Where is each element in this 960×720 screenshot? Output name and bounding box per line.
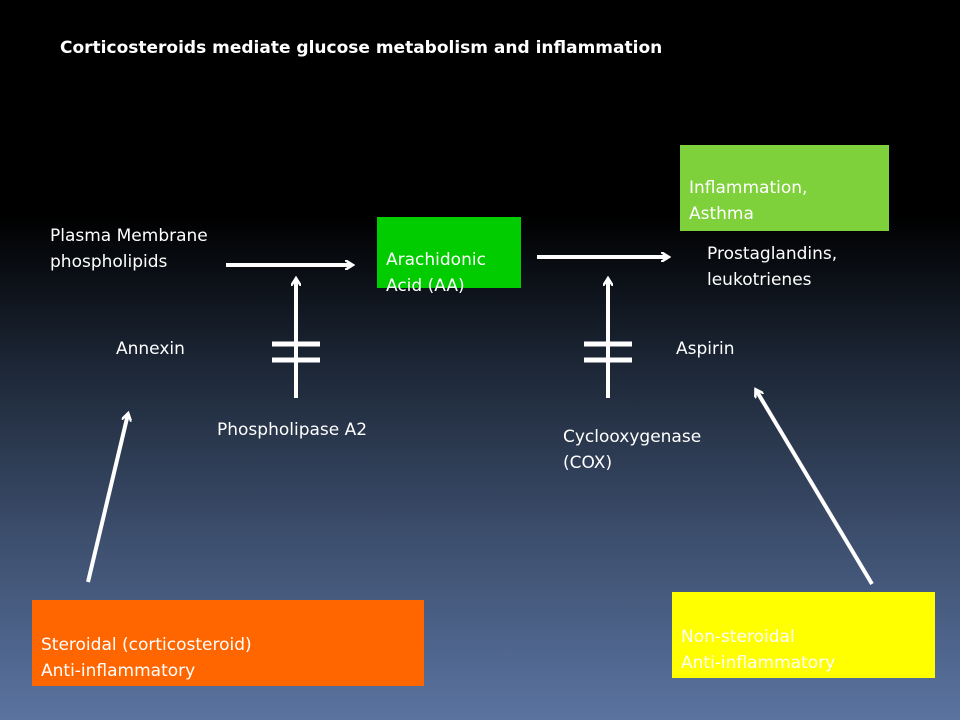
steroidal-label: Steroidal (corticosteroid) Anti-inflamma… — [41, 635, 252, 681]
inflammation-box: Inflammation, Asthma — [680, 145, 889, 231]
nonsteroidal-box: Non-steroidal Anti-inflammatory — [672, 592, 935, 678]
arachidonic-acid-label: Arachidonic Acid (AA) — [386, 250, 486, 296]
phospholipase-label: Phospholipase A2 — [217, 420, 368, 440]
slide-title: Corticosteroids mediate glucose metaboli… — [60, 38, 663, 58]
annexin-label: Annexin — [116, 339, 185, 359]
cox-label: Cyclooxygenase (COX) — [563, 427, 702, 473]
nonsteroidal-label: Non-steroidal Anti-inflammatory — [681, 627, 836, 673]
steroidal-to-annexin-arrow — [86, 414, 128, 583]
arachidonic-acid-box: Arachidonic Acid (AA) — [377, 217, 521, 296]
nonsteroidal-to-aspirin-arrow — [756, 390, 874, 586]
prostaglandins-label: Prostaglandins, leukotrienes — [707, 244, 838, 290]
inflammation-label: Inflammation, Asthma — [689, 178, 808, 224]
steroidal-box: Steroidal (corticosteroid) Anti-inflamma… — [32, 600, 424, 686]
aspirin-label: Aspirin — [676, 339, 735, 359]
plasma-membrane-label: Plasma Membrane phospholipids — [50, 226, 208, 272]
